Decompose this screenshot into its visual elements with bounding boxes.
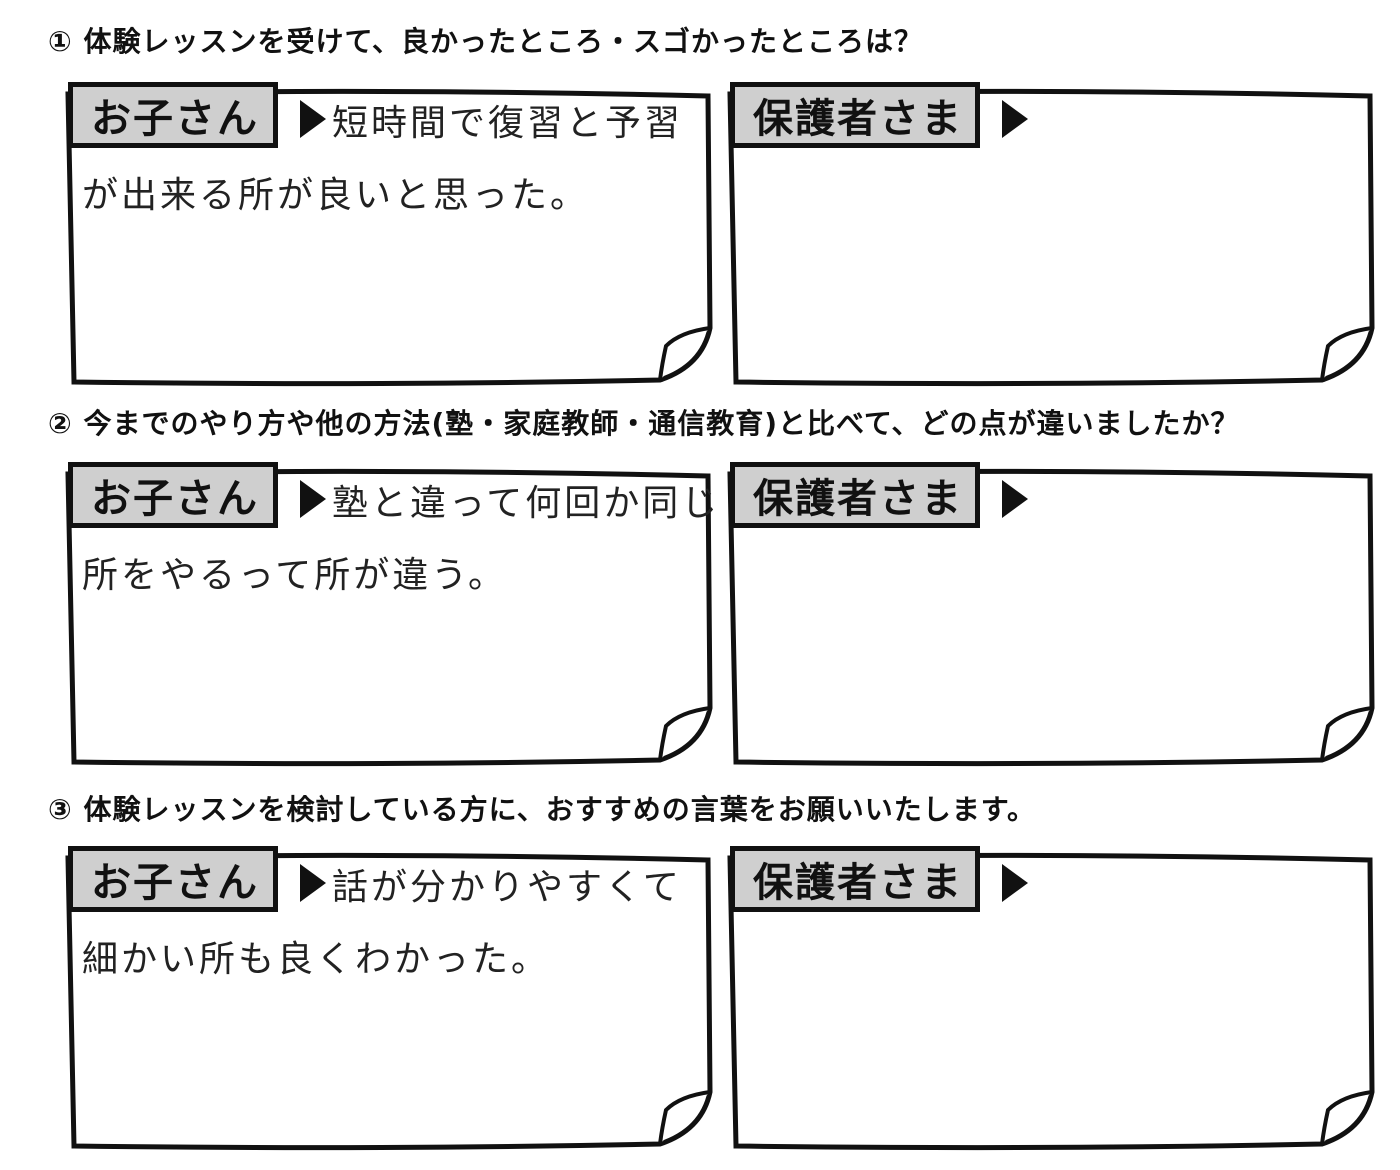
parent-tab: 保護者さま xyxy=(730,846,980,912)
child-answer-box-3: お子さん 話が分かりやすくて 細かい所も良くわかった。 xyxy=(62,846,713,1152)
parent-tab: 保護者さま xyxy=(730,82,980,148)
arrow-icon xyxy=(1002,480,1028,518)
child-answer-box-1: お子さん 短時間で復習と予習 が出来る所が良いと思った。 xyxy=(62,82,713,388)
child-answer-line-2: が出来る所が良いと思った。 xyxy=(82,175,590,216)
arrow-icon xyxy=(1002,864,1028,902)
child-answer-line-1: 短時間で復習と予習 xyxy=(332,103,684,144)
parent-answer-box-1: 保護者さま xyxy=(724,82,1375,388)
arrow-icon xyxy=(300,100,326,138)
child-answer-line-2: 所をやるって所が違う。 xyxy=(82,555,508,596)
note-frame xyxy=(727,468,1375,767)
arrow-icon xyxy=(1002,100,1028,138)
question-1-label: ① 体験レッスンを受けて、良かったところ・スゴかったところは？ xyxy=(48,25,924,58)
child-tab: お子さん xyxy=(68,846,278,912)
note-frame xyxy=(65,88,713,387)
question-3-label: ③ 体験レッスンを検討している方に、おすすめの言葉をお願いいたします。 xyxy=(48,793,1036,826)
note-frame xyxy=(727,88,1375,387)
arrow-icon xyxy=(300,480,326,518)
child-answer-line-2: 細かい所も良くわかった。 xyxy=(82,939,551,980)
arrow-icon xyxy=(300,864,326,902)
note-frame xyxy=(65,468,713,767)
question-2-label: ② 今までのやり方や他の方法(塾・家庭教師・通信教育)と比べて、どの点が違いまし… xyxy=(48,407,1240,440)
child-tab: お子さん xyxy=(68,82,278,148)
parent-answer-box-2: 保護者さま xyxy=(724,462,1375,768)
parent-answer-box-3: 保護者さま xyxy=(724,846,1375,1152)
child-tab: お子さん xyxy=(68,462,278,528)
parent-tab: 保護者さま xyxy=(730,462,980,528)
note-frame xyxy=(65,852,713,1151)
note-frame xyxy=(727,852,1375,1151)
child-answer-line-1: 塾と違って何回か同じ xyxy=(332,483,721,524)
child-answer-box-2: お子さん 塾と違って何回か同じ 所をやるって所が違う。 xyxy=(62,462,717,768)
child-answer-line-1: 話が分かりやすくて xyxy=(332,867,682,908)
